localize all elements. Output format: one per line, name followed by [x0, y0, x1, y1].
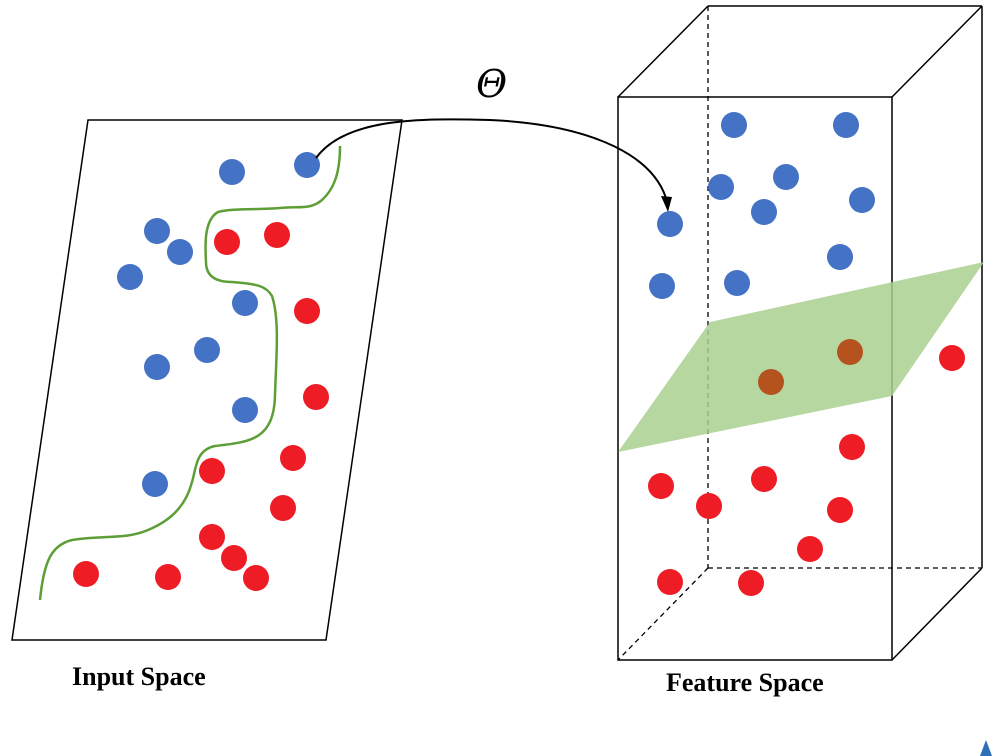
feature-point-blue [721, 112, 747, 138]
feature-point-red [648, 473, 674, 499]
input-point-blue [167, 239, 193, 265]
mapping-arrow [315, 118, 667, 199]
input-space-label: Input Space [72, 662, 206, 691]
input-point-red [303, 384, 329, 410]
mapping-arrowhead [661, 196, 672, 212]
feature-point-on-plane [837, 339, 863, 365]
feature-point-blue [773, 164, 799, 190]
feature-point-blue [708, 174, 734, 200]
feature-point-on-plane [758, 369, 784, 395]
feature-point-red [751, 466, 777, 492]
input-point-red [199, 458, 225, 484]
feature-point-red [939, 345, 965, 371]
feature-box-hidden-edges [617, 6, 982, 661]
corner-logo-mark [980, 740, 992, 756]
feature-points [648, 112, 965, 596]
input-point-blue [144, 354, 170, 380]
input-point-red [199, 524, 225, 550]
feature-point-blue [657, 211, 683, 237]
input-point-blue [117, 264, 143, 290]
input-point-blue [194, 337, 220, 363]
input-point-blue [219, 159, 245, 185]
input-space-plane [11, 119, 403, 641]
feature-point-red [839, 434, 865, 460]
input-point-red [214, 229, 240, 255]
input-decision-boundary [38, 145, 342, 601]
input-point-red [294, 298, 320, 324]
input-point-blue [232, 397, 258, 423]
input-point-red [264, 222, 290, 248]
mapping-theta-symbol: Θ [476, 62, 508, 106]
input-point-blue [232, 290, 258, 316]
input-point-red [73, 561, 99, 587]
feature-point-red [657, 569, 683, 595]
feature-space-label: Feature Space [666, 668, 824, 697]
input-point-blue [144, 218, 170, 244]
input-point-red [270, 495, 296, 521]
input-point-red [155, 564, 181, 590]
feature-point-red [797, 536, 823, 562]
feature-point-red [738, 570, 764, 596]
feature-point-blue [724, 270, 750, 296]
input-point-blue [294, 152, 320, 178]
feature-point-blue [751, 199, 777, 225]
feature-point-red [696, 493, 722, 519]
separating-hyperplane [618, 262, 984, 452]
feature-point-blue [649, 273, 675, 299]
feature-point-blue [849, 187, 875, 213]
feature-point-red [827, 497, 853, 523]
input-point-red [221, 545, 247, 571]
input-point-red [280, 445, 306, 471]
feature-point-blue [833, 112, 859, 138]
input-point-red [243, 565, 269, 591]
input-point-blue [142, 471, 168, 497]
feature-point-blue [827, 244, 853, 270]
input-points [73, 152, 329, 591]
